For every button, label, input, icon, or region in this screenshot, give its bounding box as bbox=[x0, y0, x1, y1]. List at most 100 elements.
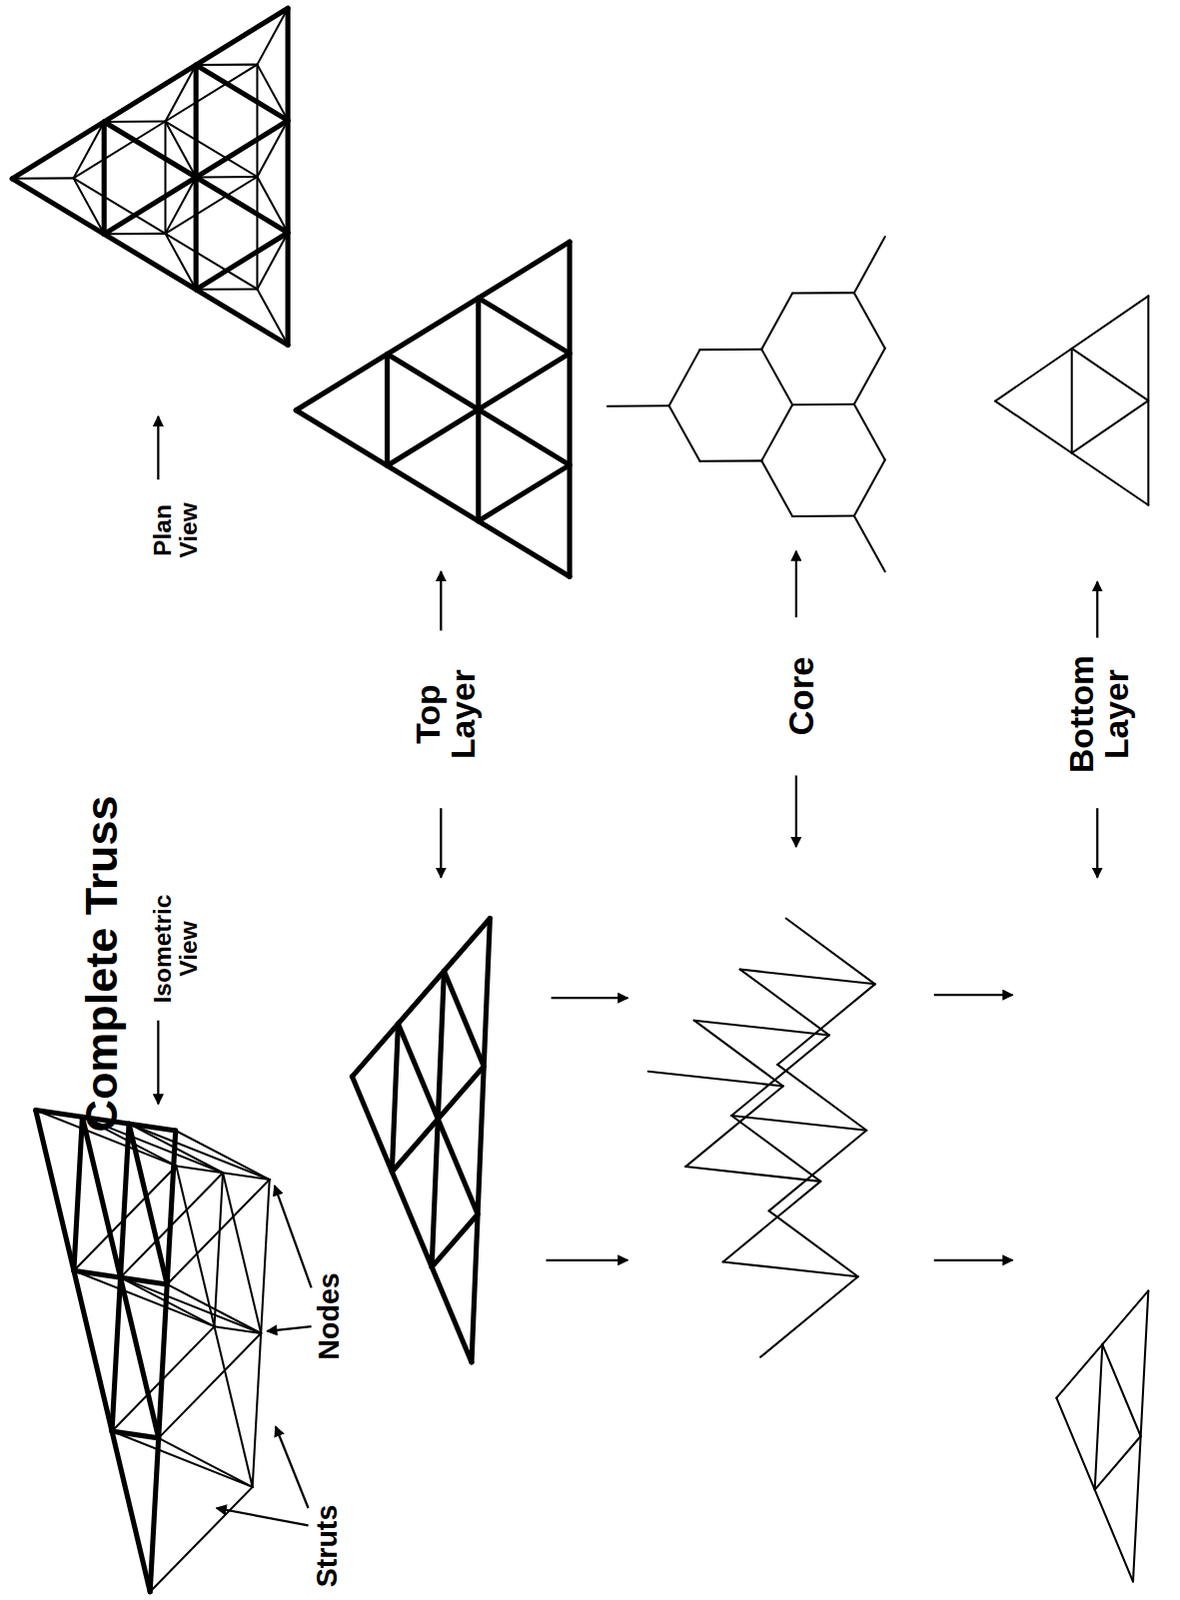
flow-arrow bbox=[546, 1259, 629, 1262]
top-strut bbox=[193, 64, 199, 290]
top-strut bbox=[128, 1124, 167, 1285]
top-strut bbox=[351, 1077, 472, 1363]
core-strut bbox=[761, 349, 793, 406]
top-strut bbox=[285, 7, 291, 345]
bottom-strut bbox=[214, 1326, 262, 1334]
core-strut bbox=[777, 984, 876, 1066]
bottom-strut bbox=[222, 1173, 270, 1180]
top-strut bbox=[351, 919, 490, 1078]
figure-title: Complete Truss bbox=[78, 796, 126, 1134]
core-strut bbox=[11, 176, 73, 179]
core-strut bbox=[669, 349, 701, 406]
bottom-strut bbox=[1095, 1436, 1142, 1491]
core-strut bbox=[792, 291, 855, 294]
leader-arrow bbox=[274, 1185, 312, 1288]
bottom-strut bbox=[1072, 348, 1150, 401]
core-strut bbox=[111, 1431, 253, 1488]
top-strut bbox=[391, 1024, 398, 1173]
top-strut bbox=[195, 64, 288, 121]
core-strut bbox=[669, 405, 701, 462]
flow-arrow bbox=[551, 997, 629, 1000]
core-strut bbox=[854, 348, 886, 405]
top-strut bbox=[11, 7, 288, 179]
core-strut bbox=[158, 1438, 253, 1488]
view-arrow bbox=[156, 416, 159, 480]
bottom-strut bbox=[175, 1166, 214, 1327]
top-strut bbox=[478, 297, 570, 354]
core-strut bbox=[103, 232, 165, 235]
bottom-strut bbox=[214, 1326, 253, 1488]
core-strut bbox=[607, 404, 670, 407]
core-strut bbox=[731, 1116, 821, 1182]
core-strut bbox=[723, 1181, 822, 1263]
core-strut bbox=[854, 404, 886, 461]
layer-label: Top Layer bbox=[410, 669, 482, 760]
core-strut bbox=[685, 1167, 821, 1182]
flow-arrow bbox=[934, 994, 1014, 997]
core-strut bbox=[740, 970, 830, 1037]
core-strut bbox=[731, 1035, 830, 1117]
bottom-strut bbox=[1072, 400, 1150, 454]
view-arrow bbox=[1096, 808, 1099, 878]
core-strut bbox=[731, 1116, 867, 1132]
bottom-strut bbox=[1133, 1290, 1149, 1582]
core-strut bbox=[694, 1021, 830, 1037]
bottom-strut bbox=[252, 1333, 262, 1488]
bottom-strut bbox=[1102, 1344, 1141, 1437]
flow-arrow bbox=[934, 1259, 1014, 1262]
top-strut bbox=[73, 1117, 83, 1271]
top-strut bbox=[471, 919, 490, 1363]
top-strut bbox=[81, 1117, 158, 1438]
top-strut bbox=[35, 1111, 150, 1593]
top-strut bbox=[431, 971, 444, 1267]
core-strut bbox=[648, 1072, 784, 1088]
layer-label: Bottom Layer bbox=[1064, 655, 1136, 774]
view-arrow bbox=[156, 1021, 159, 1106]
top-strut bbox=[295, 241, 570, 411]
core-strut bbox=[149, 1487, 253, 1593]
leader-arrow bbox=[216, 1508, 309, 1526]
core-strut bbox=[685, 1087, 784, 1169]
core-strut bbox=[761, 460, 793, 517]
core-strut bbox=[694, 1021, 784, 1088]
bottom-strut bbox=[222, 1173, 261, 1334]
core-strut bbox=[761, 404, 793, 461]
core-strut bbox=[120, 1277, 262, 1334]
top-strut bbox=[111, 1431, 159, 1439]
core-strut bbox=[128, 1124, 270, 1180]
bottom-strut bbox=[1095, 1344, 1104, 1491]
core-strut bbox=[854, 292, 886, 349]
core-strut bbox=[777, 1065, 867, 1132]
bottom-strut bbox=[175, 1166, 223, 1174]
core-strut bbox=[195, 63, 257, 66]
leader-arrow bbox=[275, 1426, 309, 1509]
core-strut bbox=[854, 459, 886, 516]
view-arrow bbox=[439, 571, 442, 631]
bottom-strut bbox=[1147, 295, 1150, 505]
view-arrow bbox=[1096, 581, 1099, 638]
core-strut bbox=[158, 1333, 262, 1439]
view-label: Isometric View bbox=[149, 895, 201, 1005]
top-strut bbox=[101, 121, 107, 234]
bottom-strut bbox=[1071, 348, 1074, 454]
top-strut bbox=[149, 1131, 176, 1593]
core-strut bbox=[760, 1276, 859, 1358]
core-strut bbox=[195, 175, 257, 178]
top-strut bbox=[567, 241, 573, 577]
core-strut bbox=[792, 403, 855, 406]
part-label: Nodes bbox=[313, 1272, 344, 1360]
view-arrow bbox=[795, 551, 798, 618]
core-strut bbox=[792, 515, 855, 518]
part-label: Struts bbox=[311, 1504, 342, 1588]
core-strut bbox=[103, 119, 165, 122]
core-strut bbox=[786, 919, 876, 986]
core-strut bbox=[854, 516, 886, 573]
bottom-strut bbox=[255, 176, 258, 289]
bottom-strut bbox=[163, 121, 166, 234]
top-strut bbox=[384, 354, 390, 467]
core-strut bbox=[699, 459, 762, 462]
layer-label: Core bbox=[783, 656, 820, 736]
view-label: Plan View bbox=[149, 503, 201, 559]
view-arrow bbox=[439, 808, 442, 878]
